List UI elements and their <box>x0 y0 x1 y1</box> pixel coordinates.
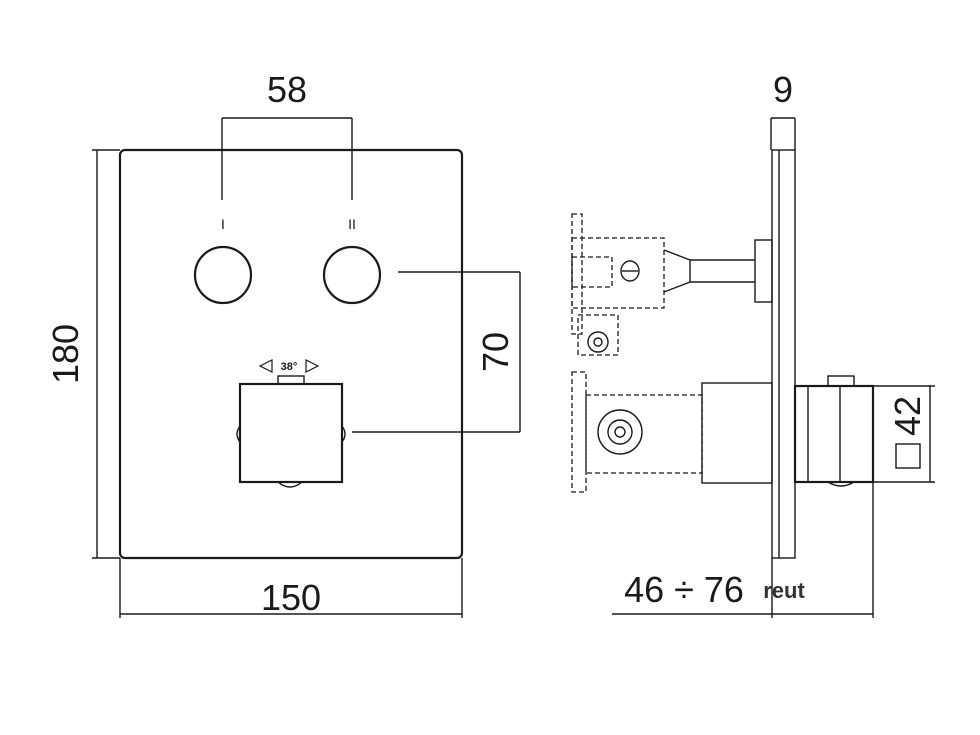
thermostat-knob <box>236 375 346 488</box>
brand-logo: reut <box>763 578 805 603</box>
outlet-label-left: I <box>221 216 225 232</box>
dim-width-label: 150 <box>261 577 321 618</box>
dim-height-label: 180 <box>45 324 86 384</box>
front-view: 58 I II 70 38° <box>45 69 521 618</box>
thermostatic-body <box>571 371 773 493</box>
dim-depth-label: 46 ÷ 76 <box>624 569 744 610</box>
dim-150-line <box>119 558 463 618</box>
dim-70-line <box>352 271 521 433</box>
dim-58-line <box>221 117 353 200</box>
dim-42-line <box>873 385 935 483</box>
push-button-right <box>322 245 382 305</box>
dim-spacing-label: 58 <box>267 69 307 110</box>
dim-depth-line <box>612 482 874 618</box>
square-symbol <box>895 443 921 469</box>
diverter-body <box>571 213 773 356</box>
side-handle <box>793 375 875 487</box>
faceplate <box>118 148 464 560</box>
dim-plate-label: 9 <box>773 69 793 110</box>
side-view: 9 <box>571 69 935 618</box>
rotation-angle-label: 38° <box>281 361 298 373</box>
dim-9-line <box>770 117 796 150</box>
dim-handle-label: 42 <box>887 396 928 436</box>
side-plate <box>771 149 796 559</box>
outlet-label-right: II <box>348 216 356 232</box>
dim-offset-label: 70 <box>475 332 516 372</box>
push-button-left <box>193 245 253 305</box>
dim-180-line <box>92 149 120 559</box>
rotation-indicator: 38° <box>258 359 320 373</box>
